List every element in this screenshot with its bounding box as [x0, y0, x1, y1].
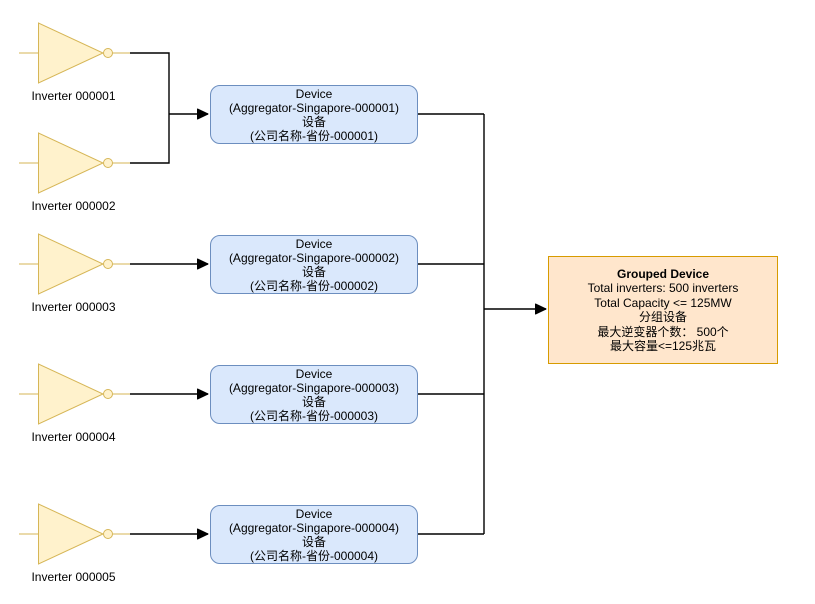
device-subtitle-en: (Aggregator-Singapore-000003) — [228, 380, 400, 395]
device-subtitle-zh: (公司名称-省份-000001) — [249, 128, 379, 143]
connector-inv12-to-device1 — [130, 52, 209, 164]
grouped-device-title: Grouped Device — [616, 266, 710, 281]
device-title: Device — [295, 86, 333, 101]
connector-devices-bus — [418, 113, 485, 535]
inverter-label-000002: Inverter 000002 — [31, 199, 116, 213]
device-title: Device — [295, 506, 333, 521]
inverter-symbol-000002 — [19, 132, 130, 194]
inverter-symbol-000004 — [19, 363, 130, 425]
device-subtitle-zh: (公司名称-省份-000004) — [249, 548, 379, 563]
device-subtitle-en: (Aggregator-Singapore-000001) — [228, 100, 400, 115]
inverter-symbol-000005 — [19, 503, 130, 565]
device-title-zh: 设备 — [301, 394, 326, 409]
grouped-device-node: Grouped Device Total inverters: 500 inve… — [548, 256, 778, 364]
device-subtitle-en: (Aggregator-Singapore-000002) — [228, 250, 400, 265]
device-subtitle-zh: (公司名称-省份-000002) — [249, 278, 379, 293]
inverter-symbol-000003 — [19, 233, 130, 295]
grouped-max-capacity-zh: 最大容量<=125兆瓦 — [609, 339, 717, 353]
inverter-label-000003: Inverter 000003 — [31, 300, 116, 314]
device-node-000002: Device (Aggregator-Singapore-000002) 设备 … — [210, 235, 418, 294]
inverter-label-000001: Inverter 000001 — [31, 89, 116, 103]
inverter-label-000005: Inverter 000005 — [31, 570, 116, 584]
device-title-zh: 设备 — [301, 534, 326, 549]
grouped-max-inverters-zh: 最大逆变器个数： 500个 — [597, 324, 729, 339]
device-subtitle-zh: (公司名称-省份-000003) — [249, 408, 379, 423]
device-subtitle-en: (Aggregator-Singapore-000004) — [228, 520, 400, 535]
grouped-total-capacity: Total Capacity <= 125MW — [594, 295, 732, 310]
grouped-title-zh: 分组设备 — [638, 310, 687, 324]
device-title-zh: 设备 — [301, 264, 326, 279]
inverter-symbol-000001 — [19, 22, 130, 84]
device-node-000004: Device (Aggregator-Singapore-000004) 设备 … — [210, 505, 418, 564]
grouped-total-inverters: Total inverters: 500 inverters — [587, 281, 739, 295]
device-title-zh: 设备 — [301, 114, 326, 129]
device-node-000003: Device (Aggregator-Singapore-000003) 设备 … — [210, 365, 418, 424]
inverter-label-000004: Inverter 000004 — [31, 430, 116, 444]
device-node-000001: Device (Aggregator-Singapore-000001) 设备 … — [210, 85, 418, 144]
device-title: Device — [295, 236, 333, 251]
device-title: Device — [295, 366, 333, 381]
